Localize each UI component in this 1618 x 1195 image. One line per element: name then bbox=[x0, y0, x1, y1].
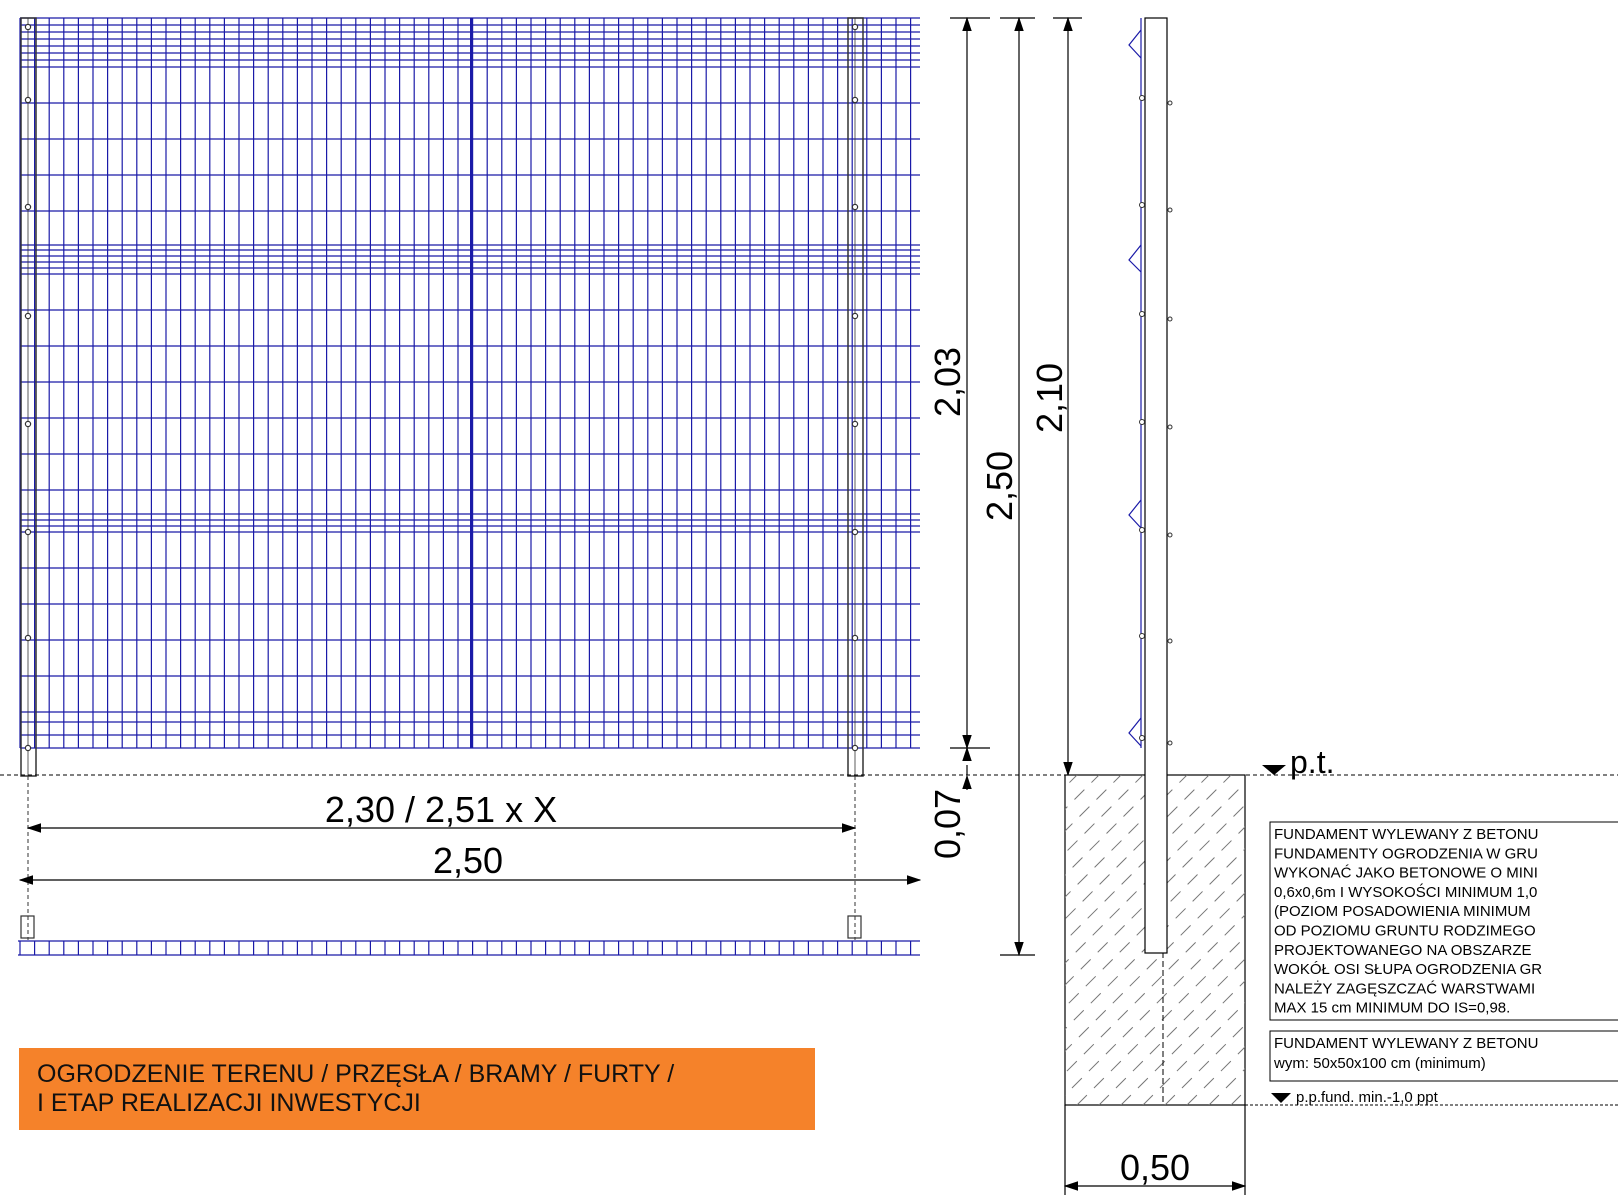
ground-level-label: p.t. bbox=[1290, 744, 1334, 780]
dim-overall-width: 2,50 bbox=[18, 840, 922, 885]
left-post bbox=[20, 17, 37, 777]
hatch-line bbox=[1120, 980, 1245, 1105]
hatch-line bbox=[1076, 936, 1245, 1105]
foundation-spec-line: NALEŻY ZAGĘSZCZAĆ WARSTWAMI bbox=[1274, 979, 1535, 997]
hatch-line bbox=[1065, 892, 1245, 1074]
post-height-label: 2,10 bbox=[1029, 363, 1070, 433]
clamp-right bbox=[851, 528, 859, 536]
title-line-1: OGRODZENIE TERENU / PRZĘSŁA / BRAMY / FU… bbox=[37, 1060, 675, 1088]
clamp-right bbox=[851, 312, 859, 320]
clamp-right bbox=[851, 96, 859, 104]
foundation-spec-line: (POZIOM POSADOWIENIA MINIMUM bbox=[1274, 903, 1531, 920]
foundation-level-label: p.p.fund. min.-1,0 ppt bbox=[1296, 1089, 1439, 1106]
hatch-line bbox=[1065, 804, 1245, 986]
foundation-spec-line: WYKONAĆ JAKO BETONOWE O MINI bbox=[1274, 865, 1538, 882]
overall-width-label: 2,50 bbox=[433, 840, 503, 881]
fence-panel-mesh bbox=[19, 17, 920, 749]
hatch-line bbox=[1065, 775, 1166, 876]
side-clamp-nut bbox=[1167, 100, 1173, 106]
clamp-left bbox=[24, 634, 32, 642]
clamp-right bbox=[851, 203, 859, 211]
clamp-left bbox=[24, 744, 32, 752]
side-clamp-bolt bbox=[1139, 735, 1145, 741]
side-clamp-nut bbox=[1167, 532, 1173, 538]
panel-width-label: 2,30 / 2,51 x X bbox=[325, 789, 557, 830]
foundation-width-label: 0,50 bbox=[1120, 1147, 1190, 1188]
foundation-spec-line: OD POZIOMU GRUNTU RODZIMEGO bbox=[1274, 923, 1536, 940]
side-clamp-bolt bbox=[1139, 419, 1145, 425]
hatch-line bbox=[1142, 1002, 1245, 1105]
side-view-post bbox=[1128, 17, 1173, 954]
ground-level-marker: p.t. bbox=[1262, 744, 1334, 780]
dim-panel-width: 2,30 / 2,51 x X bbox=[26, 789, 857, 833]
side-clamp-bolt bbox=[1139, 527, 1145, 533]
hatch-line bbox=[1065, 775, 1188, 898]
ground-gap-label: 0,07 bbox=[927, 789, 968, 859]
clamp-left bbox=[24, 312, 32, 320]
right-post bbox=[847, 17, 864, 777]
panel-height-label: 2,03 bbox=[927, 347, 968, 417]
overall-height-label: 2,50 bbox=[979, 451, 1020, 521]
hatch-line bbox=[1065, 914, 1245, 1096]
clamp-left bbox=[24, 420, 32, 428]
clamp-left bbox=[24, 23, 32, 31]
side-clamp-nut bbox=[1167, 316, 1173, 322]
plan-view-strip bbox=[18, 776, 920, 956]
hatch-line bbox=[1065, 826, 1245, 1008]
side-clamp-bolt bbox=[1139, 95, 1145, 101]
foundation-notes: FUNDAMENT WYLEWANY Z BETONU FUNDAMENTY OG… bbox=[1245, 821, 1618, 1106]
hatch-line bbox=[1065, 775, 1232, 942]
foundation-spec-line: FUNDAMENTY OGRODZENIA W GRU bbox=[1274, 845, 1538, 862]
title-line-2: I ETAP REALIZACJI INWESTYCJI bbox=[37, 1089, 421, 1117]
side-clamp-nut bbox=[1167, 424, 1173, 430]
hatch-line bbox=[1098, 958, 1245, 1105]
side-clamp-nut bbox=[1167, 638, 1173, 644]
dim-overall-height bbox=[1000, 16, 1035, 957]
foundation-spec-line: FUNDAMENT WYLEWANY Z BETONU bbox=[1274, 826, 1538, 843]
clamp-right bbox=[851, 420, 859, 428]
hatch-line bbox=[1164, 1024, 1245, 1105]
clamp-left bbox=[24, 528, 32, 536]
foundation-size-line: FUNDAMENT WYLEWANY Z BETONU bbox=[1274, 1035, 1538, 1052]
foundation-spec-line: PROJEKTOWANEGO NA OBSZARZE bbox=[1274, 942, 1532, 959]
side-clamp-nut bbox=[1167, 207, 1173, 213]
title-banner: OGRODZENIE TERENU / PRZĘSŁA / BRAMY / FU… bbox=[19, 1048, 815, 1130]
hatch-line bbox=[1065, 775, 1122, 832]
hatch-line bbox=[1065, 782, 1245, 964]
dim-foundation-width: 0,50 bbox=[1063, 1105, 1247, 1195]
foundation-spec-line: MAX 15 cm MINIMUM DO IS=0,98. bbox=[1274, 1000, 1510, 1017]
hatch-line bbox=[1186, 1046, 1245, 1105]
side-clamp-bolt bbox=[1139, 311, 1145, 317]
clamp-left bbox=[24, 96, 32, 104]
hatch-line bbox=[1065, 775, 1144, 854]
side-clamp-bolt bbox=[1139, 633, 1145, 639]
foundation-spec-line: WOKÓŁ OSI SŁUPA OGRODZENIA GR bbox=[1274, 961, 1542, 978]
foundation-spec-line: 0,6x0,6m I WYSOKOŚCI MINIMUM 1,0 bbox=[1274, 883, 1537, 901]
side-clamp-nut bbox=[1167, 740, 1173, 746]
side-clamp-bolt bbox=[1139, 202, 1145, 208]
clamp-right bbox=[851, 23, 859, 31]
clamp-right bbox=[851, 744, 859, 752]
clamp-left bbox=[24, 203, 32, 211]
dim-post-height bbox=[1053, 16, 1082, 777]
post-clamps bbox=[24, 23, 859, 752]
hatch-line bbox=[1065, 870, 1245, 1052]
clamp-right bbox=[851, 634, 859, 642]
foundation-size-line: wym: 50x50x100 cm (minimum) bbox=[1273, 1055, 1486, 1072]
